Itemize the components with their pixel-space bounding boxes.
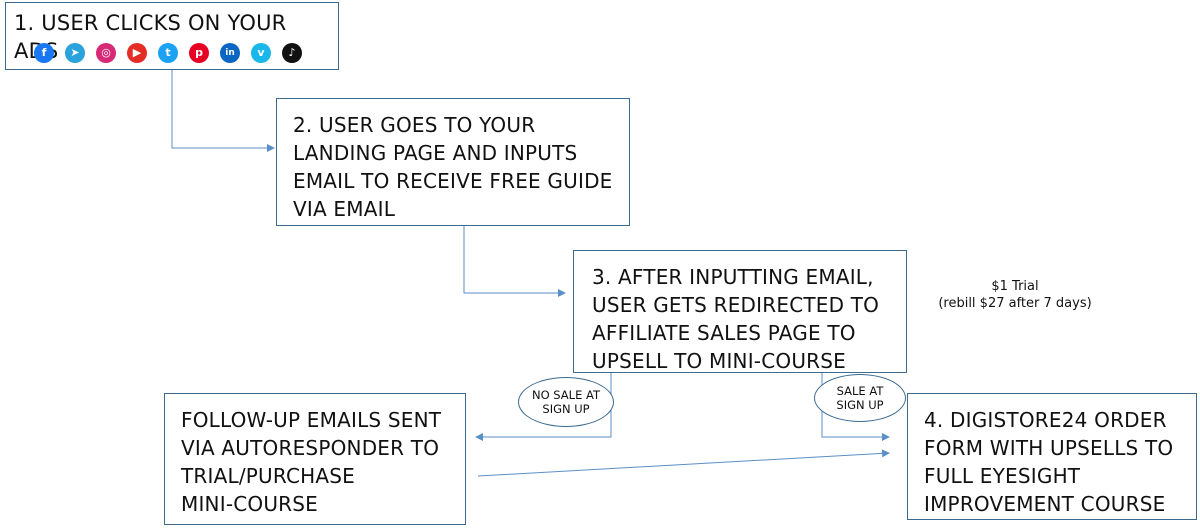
- followup-text: FOLLOW-UP EMAILS SENT VIA AUTORESPONDER …: [181, 406, 457, 518]
- tiktok-icon: ♪: [282, 43, 302, 63]
- vimeo-icon: v: [251, 43, 271, 63]
- followup-line: MINI-COURSE: [181, 492, 319, 516]
- pinterest-icon: p: [189, 43, 209, 63]
- followup-line: FOLLOW-UP EMAILS SENT: [181, 408, 442, 432]
- step4-line: IMPROVEMENT COURSE: [924, 492, 1166, 516]
- arrow-followup-to-step4: [477, 449, 890, 477]
- trial-note-line: (rebill $27 after 7 days): [938, 296, 1092, 311]
- followup-line: TRIAL/PURCHASE: [181, 464, 355, 488]
- step3-text: 3. AFTER INPUTTING EMAIL, USER GETS REDI…: [592, 263, 898, 375]
- twitter-icon: t: [158, 43, 178, 63]
- telegram-icon: ➤: [65, 43, 85, 63]
- step2-text: 2. USER GOES TO YOUR LANDING PAGE AND IN…: [293, 111, 621, 223]
- step2-line: VIA EMAIL: [293, 197, 396, 221]
- step2-line: 2. USER GOES TO YOUR: [293, 113, 536, 137]
- step3-line: 3. AFTER INPUTTING EMAIL,: [592, 265, 874, 289]
- youtube-icon: ▶: [127, 43, 147, 63]
- arrow-step2-to-step3: [463, 226, 566, 297]
- step3-line: UPSELL TO MINI-COURSE: [592, 349, 846, 373]
- step4-line: 4. DIGISTORE24 ORDER: [924, 408, 1167, 432]
- no-sale-ellipse: NO SALE AT SIGN UP: [518, 377, 614, 427]
- step3-line: AFFILIATE SALES PAGE TO: [592, 321, 856, 345]
- step2-box: 2. USER GOES TO YOUR LANDING PAGE AND IN…: [276, 98, 630, 226]
- sale-line: SIGN UP: [836, 398, 884, 412]
- step4-text: 4. DIGISTORE24 ORDER FORM WITH UPSELLS T…: [924, 406, 1188, 518]
- step4-line: FULL EYESIGHT: [924, 464, 1081, 488]
- arrow-step1-to-step2: [171, 70, 275, 152]
- followup-box: FOLLOW-UP EMAILS SENT VIA AUTORESPONDER …: [164, 393, 466, 525]
- sale-line: SALE AT: [836, 384, 884, 398]
- instagram-icon: ◎: [96, 43, 116, 63]
- step2-line: EMAIL TO RECEIVE FREE GUIDE: [293, 169, 613, 193]
- trial-note-line: $1 Trial: [991, 279, 1039, 294]
- step4-line: FORM WITH UPSELLS TO: [924, 436, 1174, 460]
- trial-note: $1 Trial (rebill $27 after 7 days): [920, 278, 1110, 312]
- step3-box: 3. AFTER INPUTTING EMAIL, USER GETS REDI…: [573, 250, 907, 373]
- no-sale-line: NO SALE AT: [531, 388, 601, 402]
- sale-ellipse: SALE AT SIGN UP: [814, 374, 906, 422]
- step3-line: USER GETS REDIRECTED TO: [592, 293, 880, 317]
- step2-line: LANDING PAGE AND INPUTS: [293, 141, 578, 165]
- linkedin-icon: in: [220, 43, 240, 63]
- facebook-icon: f: [34, 43, 54, 63]
- followup-line: VIA AUTORESPONDER TO: [181, 436, 440, 460]
- step4-box: 4. DIGISTORE24 ORDER FORM WITH UPSELLS T…: [907, 393, 1197, 520]
- no-sale-line: SIGN UP: [542, 402, 590, 416]
